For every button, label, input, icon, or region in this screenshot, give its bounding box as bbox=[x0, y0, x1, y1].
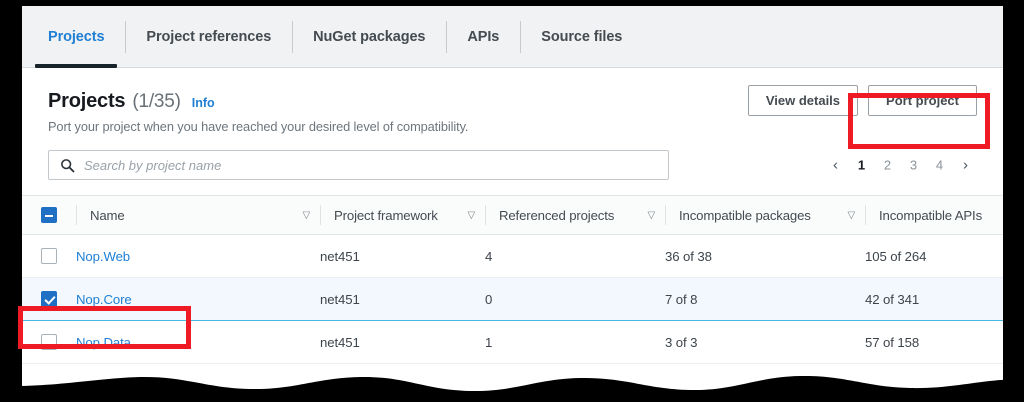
project-name-link[interactable]: Nop.Core bbox=[76, 291, 132, 307]
table-body: Nop.Web net451 4 36 of 38 105 of 264 bbox=[22, 234, 1003, 364]
column-header-name[interactable]: Name ▽ bbox=[76, 196, 320, 235]
row-checkbox-cell bbox=[22, 320, 76, 364]
search-input[interactable] bbox=[84, 157, 668, 173]
sort-descending-icon[interactable]: ▽ bbox=[647, 209, 655, 221]
cell-referenced-projects: 1 bbox=[485, 320, 665, 364]
pagination-prev[interactable]: ‹ bbox=[833, 156, 838, 174]
column-header-project-framework-label: Project framework bbox=[334, 207, 438, 223]
sort-descending-icon[interactable]: ▽ bbox=[847, 209, 855, 221]
tab-project-references-label: Project references bbox=[146, 29, 272, 45]
cell-project-framework: net451 bbox=[320, 234, 485, 278]
tab-bar: Projects Project references NuGet packag… bbox=[22, 6, 1003, 68]
row-checkbox[interactable] bbox=[41, 334, 57, 350]
app-window: Projects Project references NuGet packag… bbox=[22, 6, 1003, 394]
cell-incompatible-packages: 36 of 38 bbox=[665, 234, 865, 278]
column-header-name-label: Name bbox=[90, 207, 125, 223]
cell-project-framework: net451 bbox=[320, 320, 485, 364]
projects-panel: Projects (1/35) Info Port your project w… bbox=[22, 68, 1003, 394]
table-row[interactable]: Nop.Data net451 1 3 of 3 57 of 158 bbox=[22, 320, 1003, 364]
panel-header: Projects (1/35) Info Port your project w… bbox=[22, 68, 1003, 134]
tab-projects[interactable]: Projects bbox=[27, 6, 125, 68]
cell-name: Nop.Data bbox=[76, 320, 320, 364]
cell-incompatible-apis: 105 of 264 bbox=[865, 234, 1003, 278]
cell-project-framework: net451 bbox=[320, 277, 485, 321]
table-header: Name ▽ Project framework ▽ bbox=[22, 196, 1003, 235]
pagination-page-1[interactable]: 1 bbox=[857, 157, 866, 173]
project-name-link[interactable]: Nop.Data bbox=[76, 334, 131, 350]
column-header-incompatible-packages-label: Incompatible packages bbox=[679, 207, 811, 223]
column-header-project-framework[interactable]: Project framework ▽ bbox=[320, 196, 485, 235]
cell-incompatible-packages: 3 of 3 bbox=[665, 320, 865, 364]
pagination-page-2[interactable]: 2 bbox=[883, 157, 892, 173]
cell-incompatible-apis: 42 of 341 bbox=[865, 277, 1003, 321]
sort-descending-icon[interactable]: ▽ bbox=[302, 209, 310, 221]
page-title: Projects bbox=[48, 90, 126, 112]
column-header-incompatible-packages[interactable]: Incompatible packages ▽ bbox=[665, 196, 865, 235]
tab-apis[interactable]: APIs bbox=[446, 6, 520, 68]
column-header-incompatible-apis-label: Incompatible APIs bbox=[879, 207, 983, 223]
cell-name: Nop.Core bbox=[76, 277, 320, 321]
sort-descending-icon[interactable]: ▽ bbox=[467, 209, 475, 221]
pagination-page-3[interactable]: 3 bbox=[909, 157, 918, 173]
tab-nuget-packages[interactable]: NuGet packages bbox=[292, 6, 446, 68]
projects-table: Name ▽ Project framework ▽ bbox=[22, 196, 1003, 364]
table-header-row: Name ▽ Project framework ▽ bbox=[22, 196, 1003, 235]
panel-actions: View details Port project bbox=[747, 85, 977, 116]
row-checkbox[interactable] bbox=[41, 248, 57, 264]
tab-nuget-packages-label: NuGet packages bbox=[313, 29, 426, 45]
info-link[interactable]: Info bbox=[191, 96, 215, 110]
column-header-incompatible-apis[interactable]: Incompatible APIs bbox=[865, 196, 1003, 235]
tab-project-references[interactable]: Project references bbox=[125, 6, 292, 68]
pagination-page-4[interactable]: 4 bbox=[935, 157, 944, 173]
row-checkbox-cell bbox=[22, 234, 76, 278]
pagination-next[interactable]: › bbox=[963, 156, 968, 174]
selection-count: (1/35) bbox=[132, 91, 181, 112]
select-all-header bbox=[22, 196, 76, 235]
tab-projects-label: Projects bbox=[48, 29, 105, 45]
cell-incompatible-packages: 7 of 8 bbox=[665, 277, 865, 321]
cell-incompatible-apis: 57 of 158 bbox=[865, 320, 1003, 364]
row-checkbox[interactable] bbox=[41, 291, 57, 307]
cell-referenced-projects: 4 bbox=[485, 234, 665, 278]
table-row[interactable]: Nop.Core net451 0 7 of 8 42 of 341 bbox=[22, 277, 1003, 321]
column-header-referenced-projects-label: Referenced projects bbox=[499, 207, 615, 223]
port-project-button[interactable]: Port project bbox=[868, 85, 977, 116]
tab-source-files-label: Source files bbox=[541, 29, 623, 45]
column-header-referenced-projects[interactable]: Referenced projects ▽ bbox=[485, 196, 665, 235]
search-box[interactable] bbox=[48, 150, 669, 180]
search-icon bbox=[60, 158, 75, 173]
tab-source-files[interactable]: Source files bbox=[520, 6, 643, 68]
tab-list: Projects Project references NuGet packag… bbox=[22, 6, 1003, 68]
cell-referenced-projects: 0 bbox=[485, 277, 665, 321]
projects-table-wrapper: Name ▽ Project framework ▽ bbox=[22, 195, 1003, 364]
row-checkbox-cell bbox=[22, 277, 76, 321]
pagination: ‹ 1 2 3 4 › bbox=[824, 154, 977, 177]
tab-apis-label: APIs bbox=[467, 29, 500, 45]
search-and-pagination-row: ‹ 1 2 3 4 › bbox=[22, 150, 1003, 180]
table-row[interactable]: Nop.Web net451 4 36 of 38 105 of 264 bbox=[22, 234, 1003, 278]
view-details-button[interactable]: View details bbox=[747, 85, 859, 116]
cell-name: Nop.Web bbox=[76, 234, 320, 278]
select-all-checkbox[interactable] bbox=[41, 207, 57, 223]
project-name-link[interactable]: Nop.Web bbox=[76, 248, 131, 264]
page-title-row: Projects (1/35) Info bbox=[48, 90, 977, 113]
panel-subtitle: Port your project when you have reached … bbox=[48, 119, 469, 134]
